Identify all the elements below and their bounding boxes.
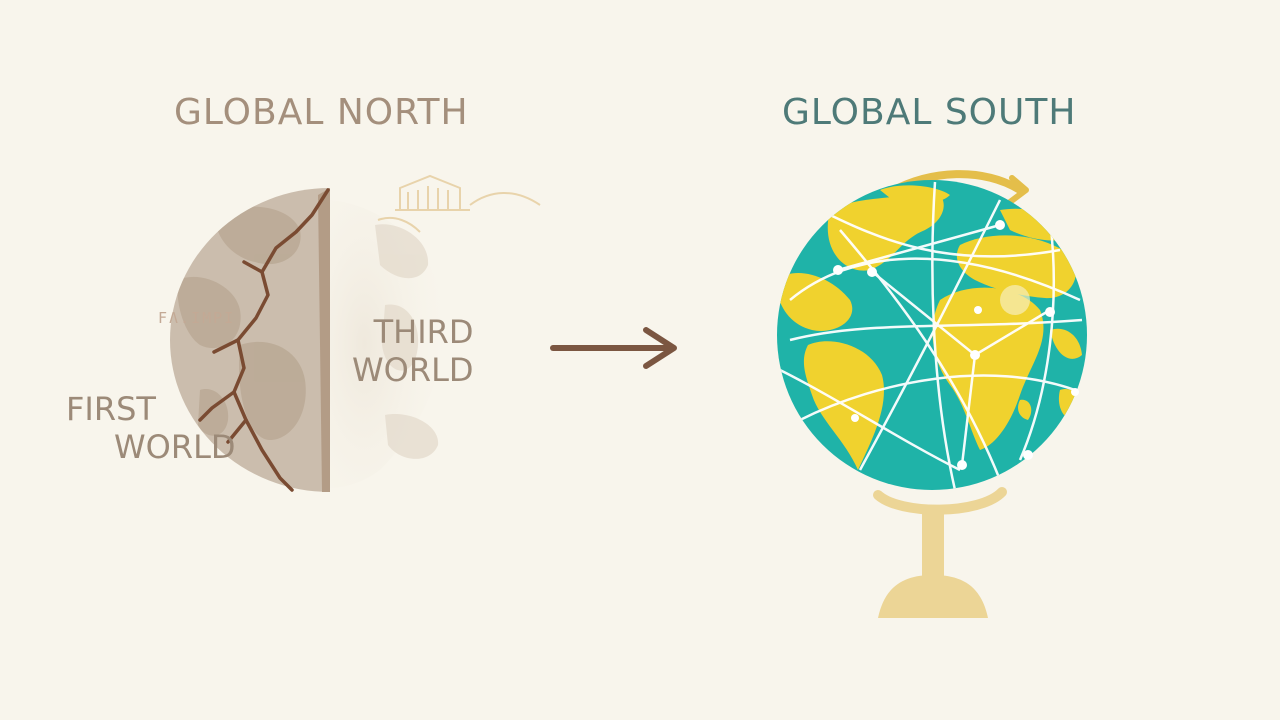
connected-globe-icon (777, 180, 1087, 490)
first-world-line-1: FIRST (66, 390, 156, 428)
globe-stand-icon (873, 170, 1029, 618)
third-world-line-2: WORLD (352, 351, 474, 389)
cracked-globe-icon (170, 188, 445, 492)
third-world-label: THIRD WORLD (352, 313, 474, 389)
faded-map-label: FɅ.IMPI (158, 309, 236, 327)
first-world-line-2: WORLD (114, 428, 236, 466)
third-world-line-1: THIRD (373, 313, 474, 351)
global-south-title: GLOBAL SOUTH (782, 92, 1077, 133)
arrow-right-icon (550, 327, 677, 369)
faded-building-icon (377, 174, 541, 233)
first-world-label: FIRST WORLD (66, 390, 236, 466)
global-north-title: GLOBAL NORTH (174, 92, 469, 133)
